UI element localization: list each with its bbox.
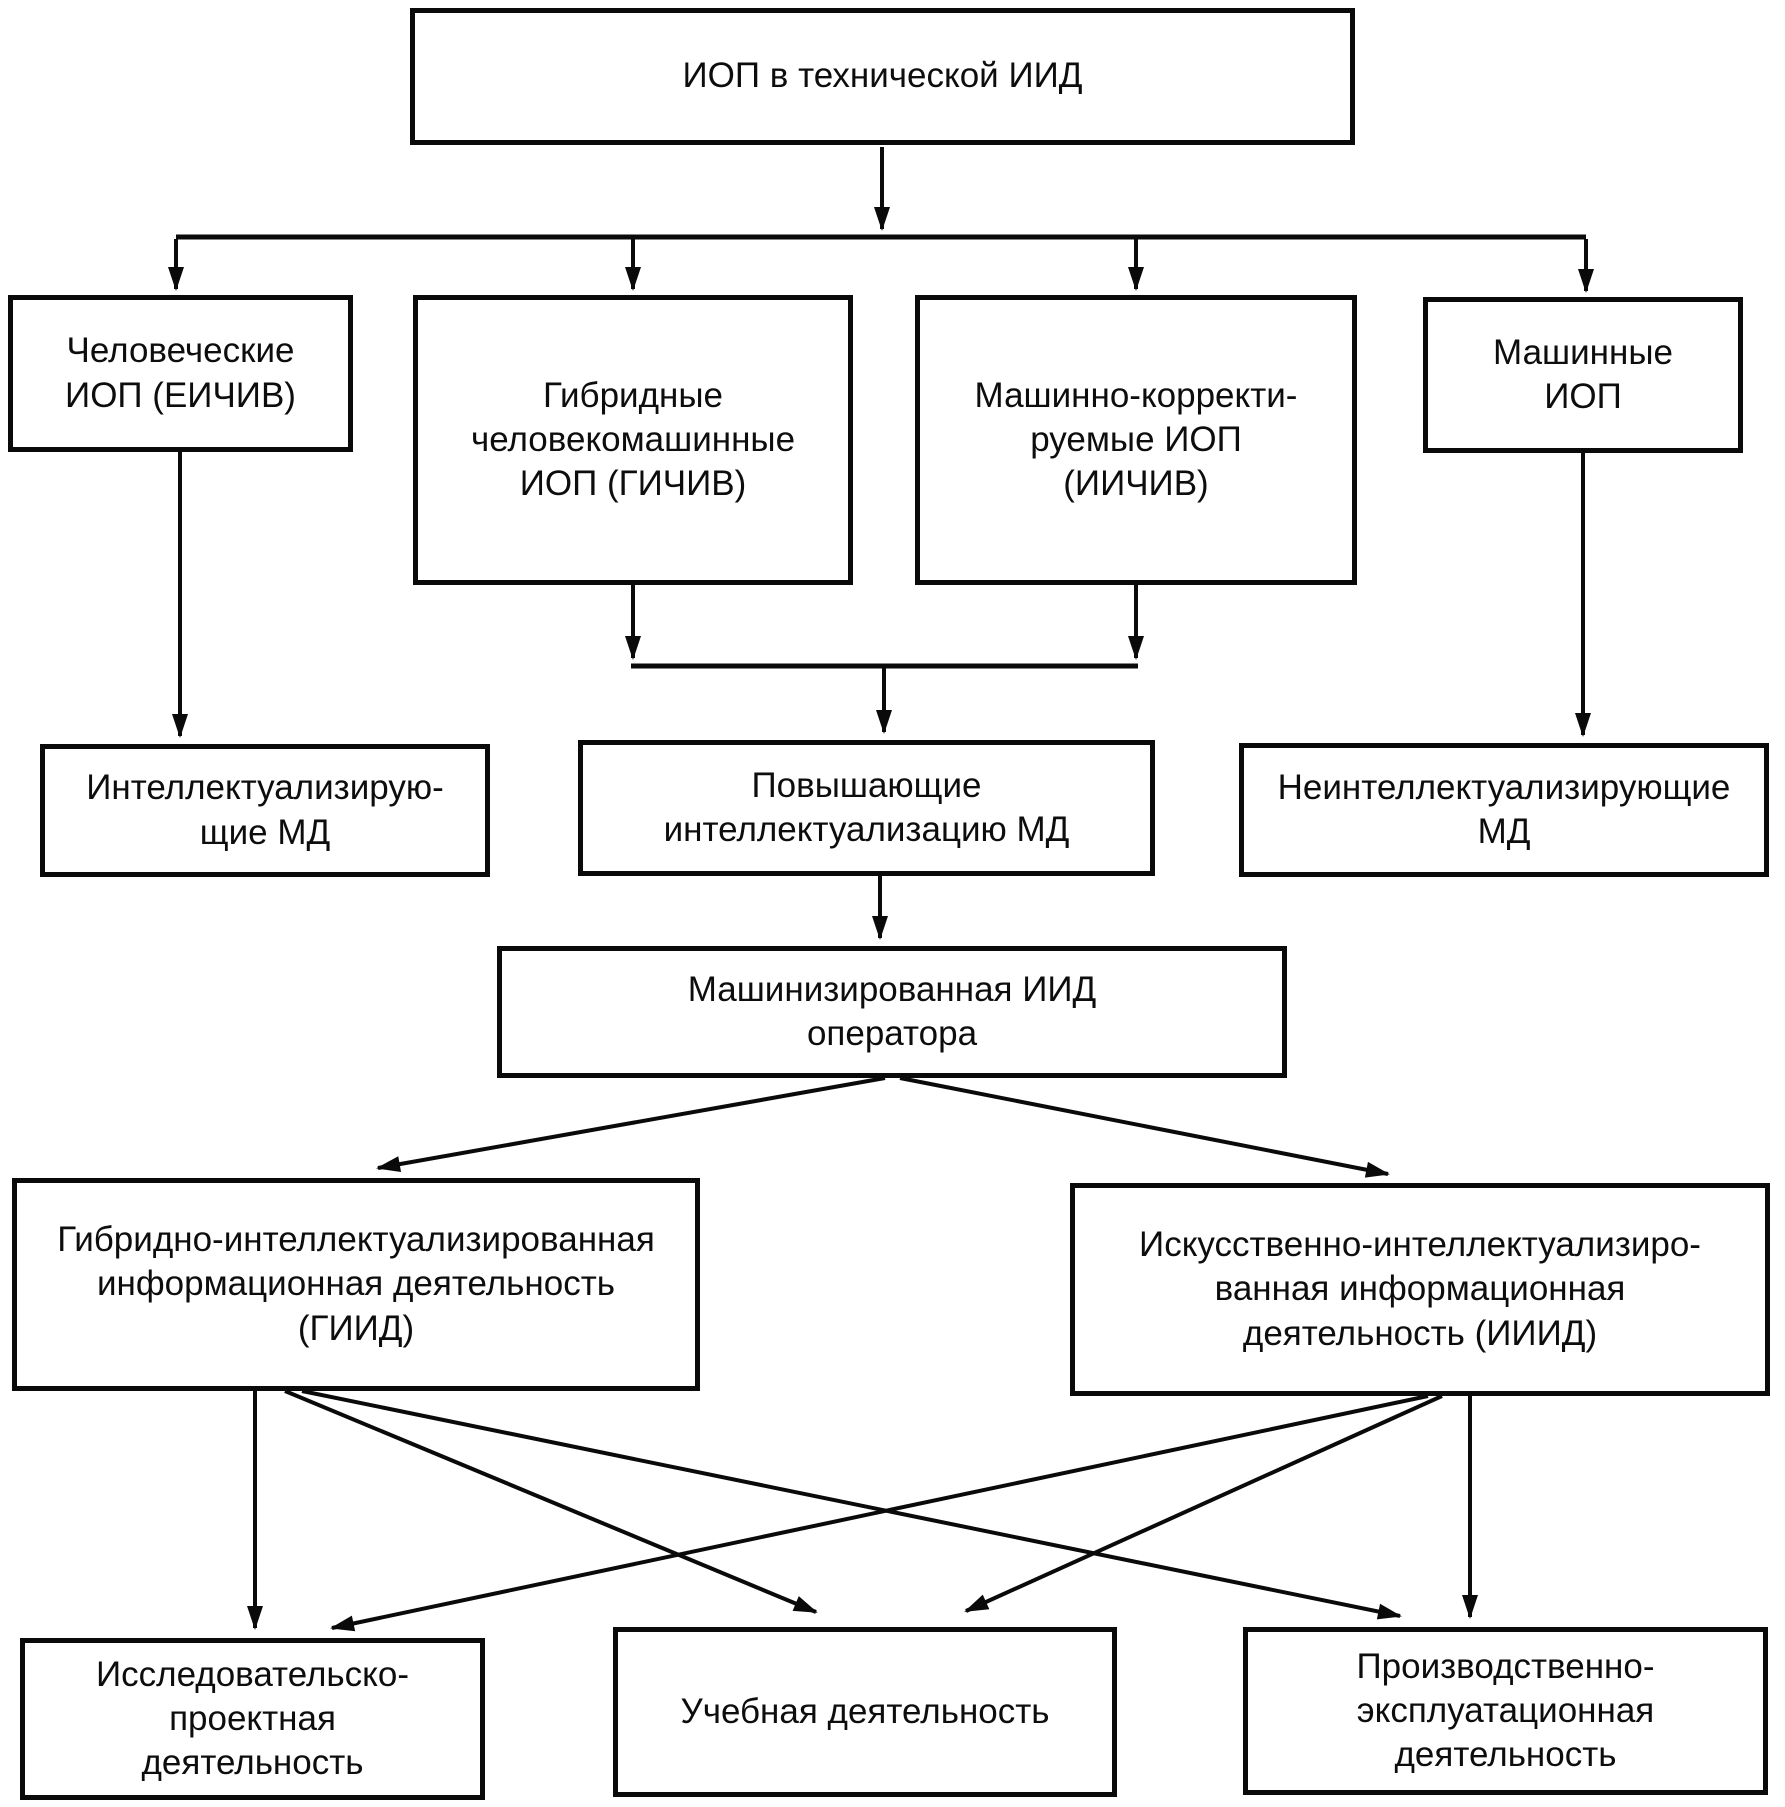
- node-machine-corrected: Машинно-корректи- руемые ИОП (ИИЧИВ): [915, 295, 1357, 585]
- node-human-label: Человеческие ИОП (ЕИЧИВ): [65, 331, 296, 415]
- node-iiid-label: Искусственно-интеллектуализиро- ванная и…: [1139, 1225, 1701, 1353]
- edge-giid-to-study: [284, 1389, 818, 1614]
- node-raising: Повышающие интеллектуализацию МД: [578, 740, 1155, 876]
- edge-machinized-to-iiid: [899, 1076, 1390, 1178]
- node-root-label: ИОП в технической ИИД: [682, 56, 1083, 96]
- node-production-label: Производственно- эксплуатационная деятел…: [1356, 1646, 1655, 1775]
- node-machinized: Машинизированная ИИД оператора: [497, 946, 1287, 1078]
- node-production: Производственно- эксплуатационная деятел…: [1243, 1627, 1768, 1795]
- edge-giid-to-production: [301, 1389, 1402, 1620]
- edge-machinized-to-giid: [376, 1076, 886, 1173]
- node-human: Человеческие ИОП (ЕИЧИВ): [8, 295, 353, 452]
- edge-iiid-to-study: [964, 1394, 1443, 1613]
- node-study: Учебная деятельность: [613, 1627, 1117, 1797]
- node-machine: Машинные ИОП: [1423, 297, 1743, 453]
- node-machine-label: Машинные ИОП: [1493, 332, 1673, 416]
- node-intellectualizing-label: Интеллектуализирую- щие МД: [86, 768, 444, 852]
- node-machinized-label: Машинизированная ИИД оператора: [687, 969, 1097, 1053]
- edge-iiid-to-research: [330, 1394, 1429, 1632]
- node-hybrid: Гибридные человекомашинные ИОП (ГИЧИВ): [413, 295, 853, 585]
- node-research: Исследовательско- проектная деятельность: [20, 1638, 485, 1800]
- node-non-intellectualizing: Неинтеллектуализирующие МД: [1239, 743, 1769, 877]
- node-iiid: Искусственно-интеллектуализиро- ванная и…: [1070, 1183, 1770, 1396]
- node-non-intellectualizing-label: Неинтеллектуализирующие МД: [1277, 767, 1731, 851]
- node-research-label: Исследовательско- проектная деятельность: [96, 1654, 409, 1783]
- node-intellectualizing: Интеллектуализирую- щие МД: [40, 744, 490, 877]
- node-giid: Гибридно-интеллектуализированная информа…: [12, 1178, 700, 1391]
- node-hybrid-label: Гибридные человекомашинные ИОП (ГИЧИВ): [470, 375, 796, 504]
- node-raising-label: Повышающие интеллектуализацию МД: [663, 765, 1070, 849]
- node-giid-label: Гибридно-интеллектуализированная информа…: [57, 1220, 655, 1348]
- node-root: ИОП в технической ИИД: [410, 8, 1355, 145]
- node-machine-corrected-label: Машинно-корректи- руемые ИОП (ИИЧИВ): [974, 375, 1298, 504]
- node-study-label: Учебная деятельность: [680, 1691, 1050, 1731]
